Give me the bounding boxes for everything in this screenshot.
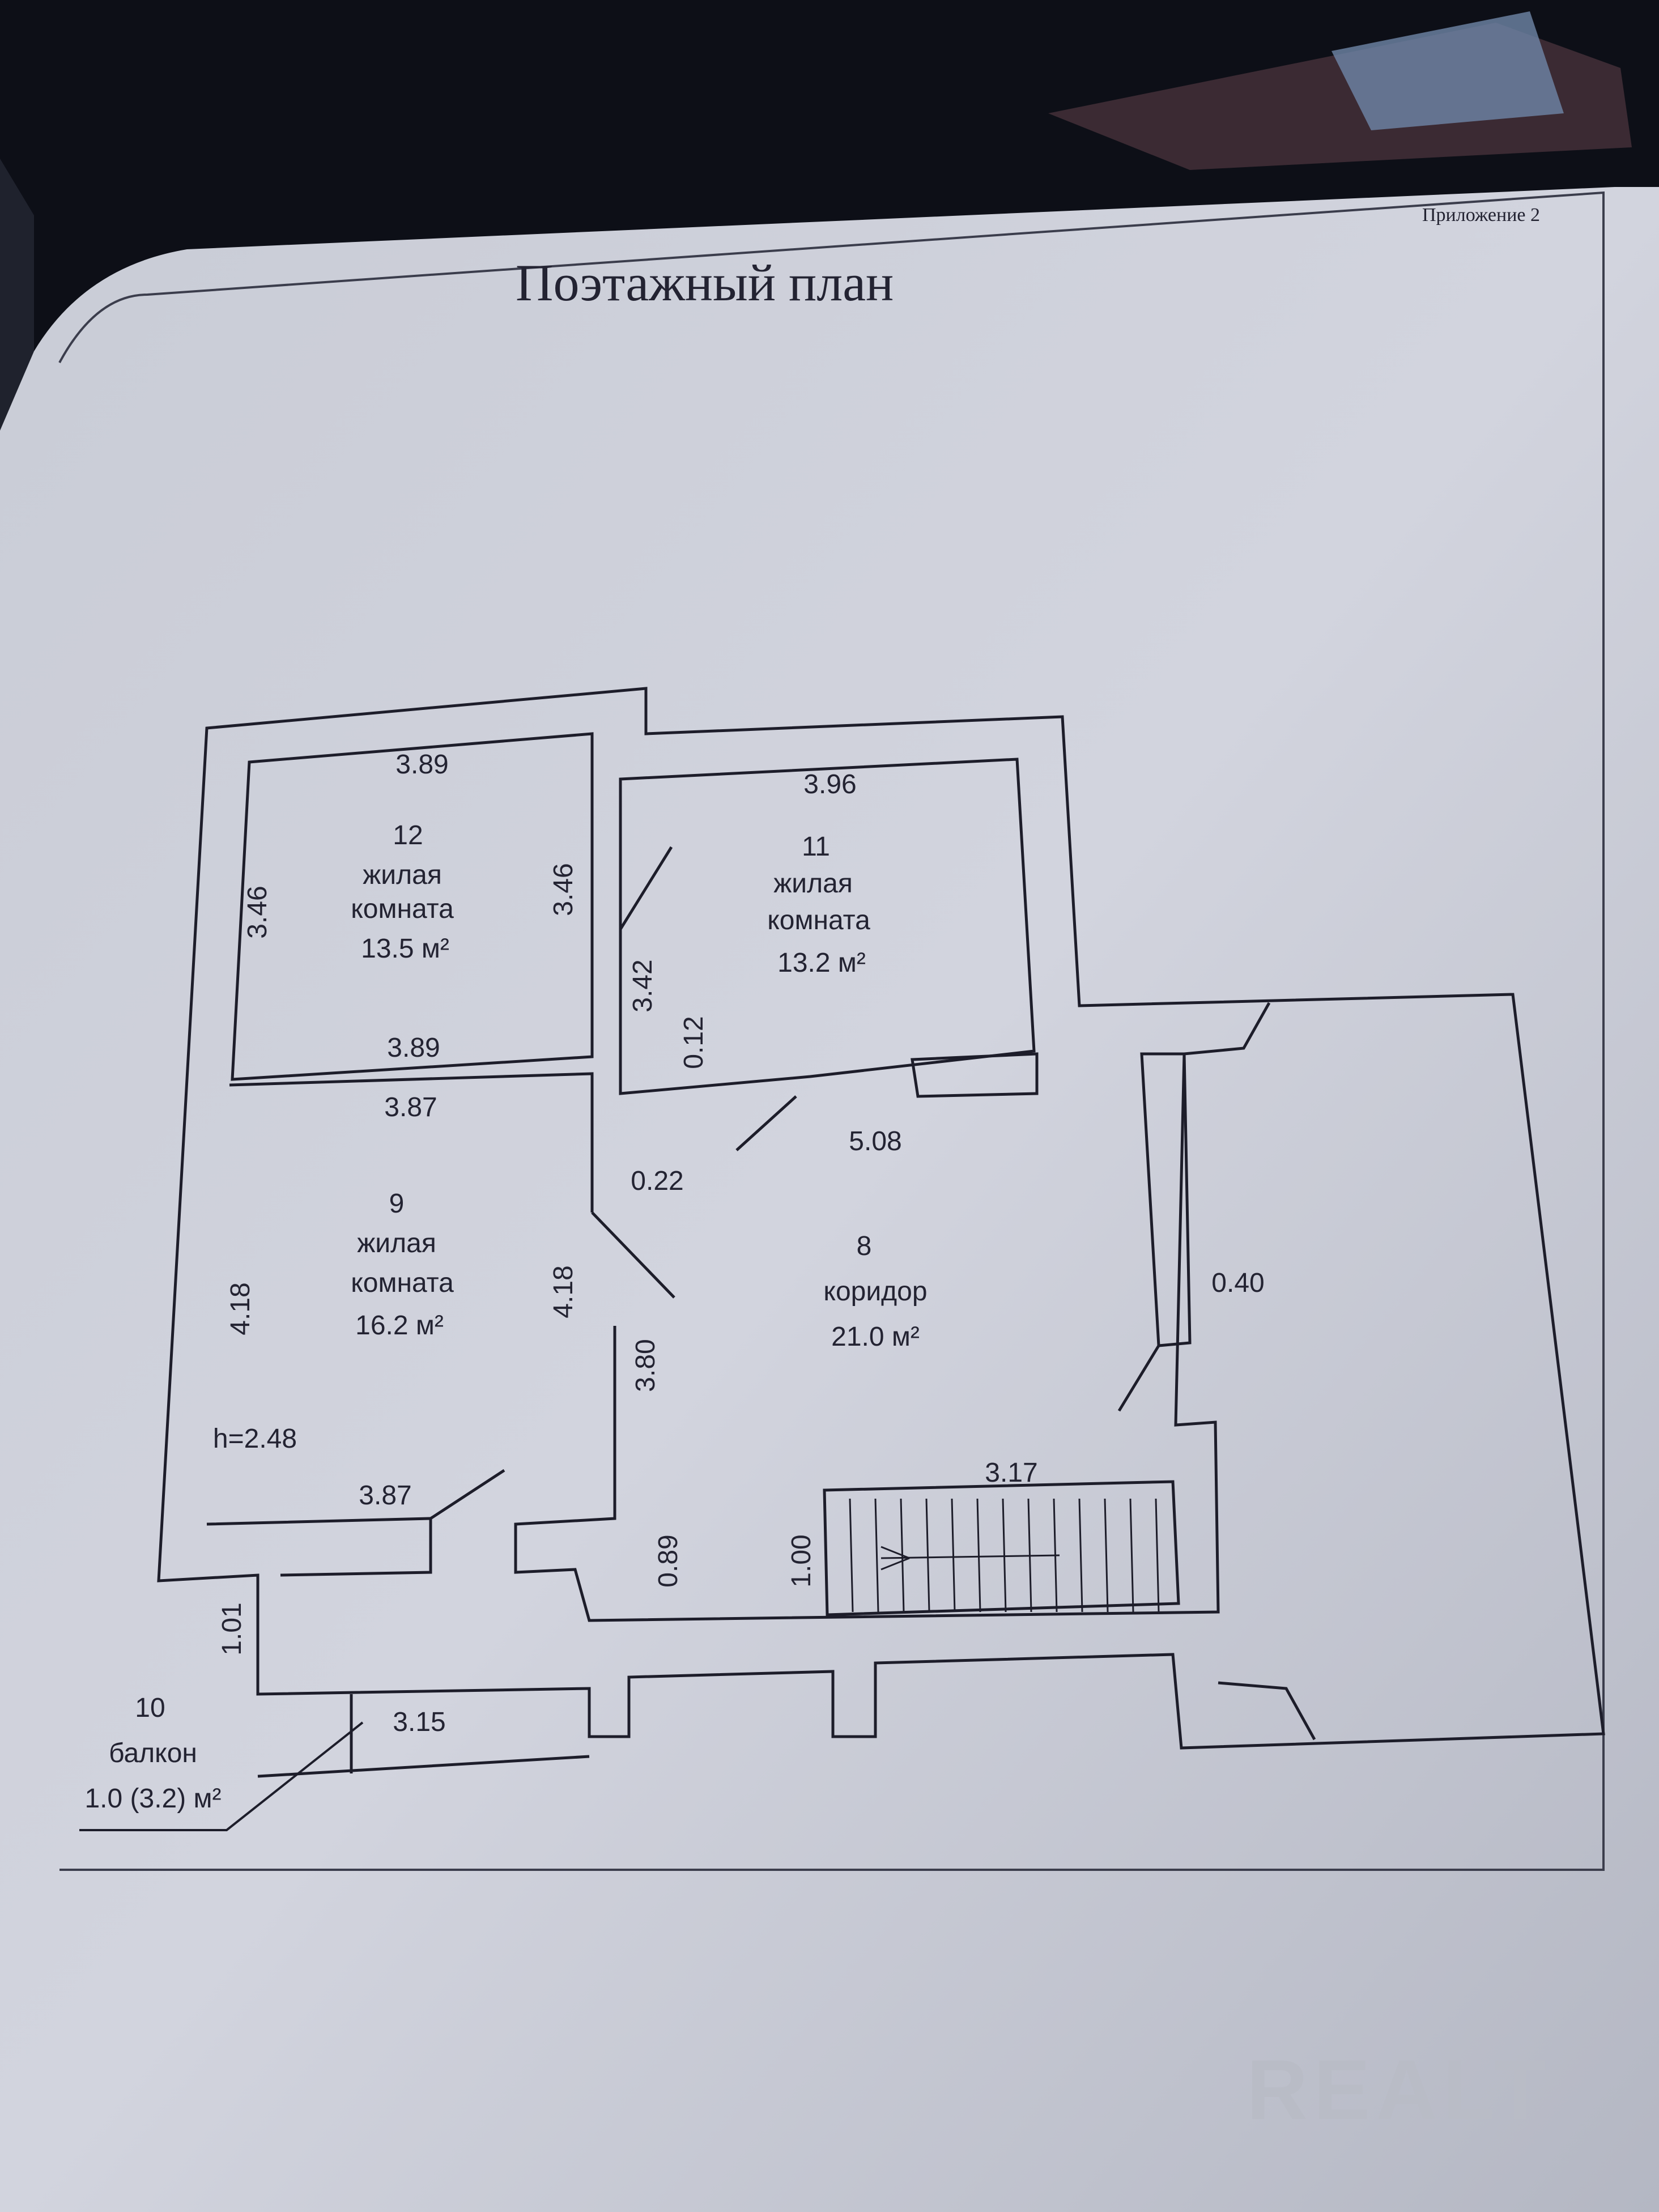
dim-ceiling-height: h=2.48	[213, 1424, 297, 1454]
room-11-number: 11	[802, 832, 830, 862]
dim-stairs-width: 3.17	[985, 1458, 1037, 1488]
room-10-name: балкон	[109, 1738, 197, 1768]
dim-balcony-depth: 1.01	[217, 1602, 247, 1655]
room-8-name: коридор	[823, 1277, 927, 1307]
dim-corridor-3-80: 3.80	[631, 1339, 661, 1392]
room-11-name-1: жилая	[773, 869, 853, 899]
dim-corridor-0-89: 0.89	[653, 1534, 683, 1587]
dim-room9-right: 4.18	[548, 1265, 578, 1318]
dim-room12-left: 3.46	[243, 886, 273, 938]
dim-corridor-0-22: 0.22	[631, 1166, 683, 1196]
room-9-number: 9	[389, 1189, 405, 1219]
stair-steps	[849, 1498, 1160, 1613]
room-12-area: 13.5 м²	[361, 934, 449, 964]
dim-corridor-0-40: 0.40	[1211, 1268, 1264, 1298]
page-title: Поэтажный план	[516, 254, 894, 312]
dim-balcony-width: 3.15	[393, 1707, 445, 1737]
dim-room11-small: 0.12	[679, 1016, 709, 1069]
dim-room12-bottom: 3.89	[387, 1033, 440, 1063]
room-labels: 12 жилая комната 13.5 м² 11 жилая комнат…	[84, 820, 927, 1814]
realt-watermark: REALT	[1247, 2042, 1552, 2137]
room-10-number: 10	[135, 1693, 165, 1723]
floor-plan	[79, 687, 1605, 1831]
room-12-number: 12	[393, 820, 423, 850]
room-8-number: 8	[857, 1231, 872, 1261]
dimension-labels: 3.89 3.89 3.96 3.87 5.08 0.22 0.40 h=2.4…	[213, 750, 1265, 1737]
dim-room9-left: 4.18	[226, 1282, 256, 1335]
room-11-name-2: комната	[767, 905, 870, 935]
dim-room12-right: 3.46	[548, 863, 578, 916]
dim-corridor-5-08: 5.08	[849, 1126, 901, 1156]
room-9-name-1: жилая	[357, 1228, 436, 1258]
document-page	[0, 187, 1659, 2212]
dim-room9-bottom: 3.87	[359, 1481, 411, 1511]
room-12-name-1: жилая	[363, 860, 442, 890]
room-11-area: 13.2 м²	[777, 948, 866, 978]
dim-room9-top: 3.87	[384, 1092, 437, 1122]
room-9-area: 16.2 м²	[355, 1311, 444, 1341]
room-9-name-2: комната	[351, 1268, 454, 1298]
room-10-area: 1.0 (3.2) м²	[84, 1784, 221, 1814]
appendix-label: Приложение 2	[1422, 205, 1540, 226]
room-8-area: 21.0 м²	[831, 1322, 920, 1352]
dim-stairs-1-00: 1.00	[786, 1534, 816, 1587]
dim-room12-top: 3.89	[395, 750, 448, 780]
dim-room11-left: 3.42	[628, 959, 658, 1012]
dim-room11-top: 3.96	[803, 769, 856, 799]
room-12-name-2: комната	[351, 894, 454, 924]
